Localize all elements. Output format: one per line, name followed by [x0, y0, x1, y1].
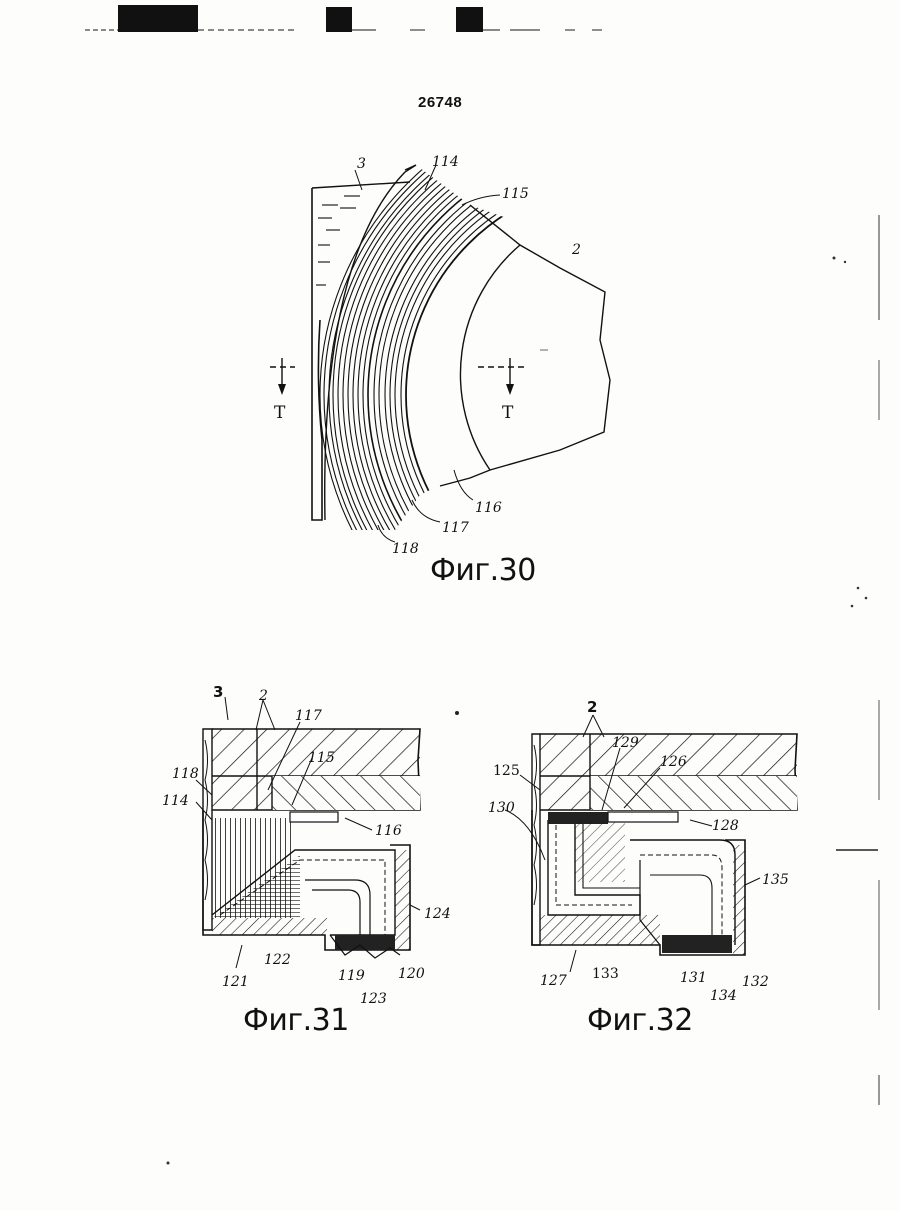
label-134: 134	[710, 988, 737, 1004]
label-2: 2	[587, 698, 597, 716]
label-128: 128	[712, 818, 739, 834]
label-130: 130	[488, 800, 515, 816]
label-135: 135	[762, 872, 789, 888]
label-129: 129	[612, 735, 639, 751]
label-125: 125	[493, 763, 520, 779]
figure-32-drawing: 2 129 125 126 130 128 135 127 133 131 13…	[0, 0, 900, 1050]
label-126: 126	[660, 754, 687, 770]
label-133: 133	[592, 966, 619, 982]
label-132: 132	[742, 974, 769, 990]
figure-32-caption: Фиг.32	[587, 1003, 693, 1038]
label-127: 127	[540, 973, 567, 989]
label-131: 131	[680, 970, 707, 986]
